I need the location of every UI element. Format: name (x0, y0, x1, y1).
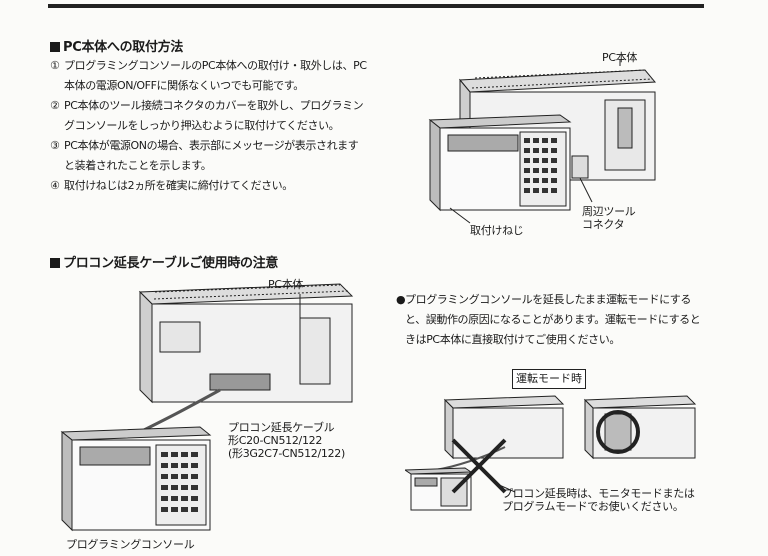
section2-title: プロコン延長ケーブルご使用時の注意 (63, 256, 279, 271)
run-mode-figure (405, 395, 697, 511)
console-label: プログラミングコンソール (66, 538, 195, 551)
top-rule (48, 4, 704, 8)
square-bullet-icon (50, 42, 60, 52)
note-bullet: ● (396, 293, 406, 306)
run-mode-box: 運転モード時 (512, 369, 586, 389)
note-text: プログラミングコンソールを延長したまま運転モードにすると、誤動作の原因になること… (405, 293, 701, 346)
pc-body-label-2: PC本体 (268, 278, 304, 291)
section2-heading: プロコン延長ケーブルご使用時の注意 (50, 252, 278, 271)
mounting-figure (428, 60, 657, 224)
extension-note: ● プログラミングコンソールを延長したまま運転モードにすると、誤動作の原因になる… (396, 290, 708, 350)
mode-caption: プロコン延長時は、モニタモードまたは プログラムモードでお使いください。 (502, 487, 695, 513)
section1-title: PC本体への取付方法 (63, 40, 184, 55)
section1-heading: PC本体への取付方法 (50, 36, 183, 55)
square-bullet-icon (50, 258, 60, 268)
screw-label: 取付けねじ (470, 224, 524, 237)
pc-body-label-1: PC本体 (602, 51, 638, 64)
extension-cable-figure (60, 283, 354, 532)
connector-label: 周辺ツールコネクタ (582, 205, 636, 231)
cable-label: プロコン延長ケーブル 形C20-CN512/122 (形3G2C7-CN512/… (228, 421, 345, 460)
